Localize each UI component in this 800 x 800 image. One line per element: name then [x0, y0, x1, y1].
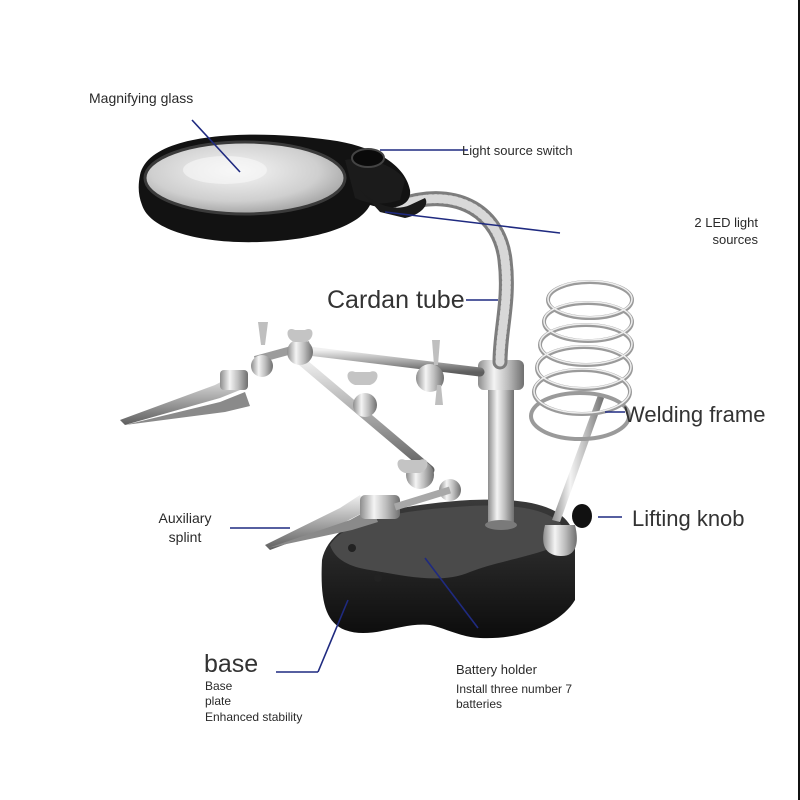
label-led-line1: 2 LED light — [694, 215, 758, 230]
label-cardan-tube: Cardan tube — [327, 286, 465, 314]
leader-lines — [191, 119, 625, 673]
label-battery-holder: Battery holder — [456, 662, 537, 677]
welding-frame — [529, 280, 634, 557]
label-lifting-knob: Lifting knob — [632, 506, 745, 531]
label-light-source-switch: Light source switch — [462, 143, 573, 158]
cardan-tube — [392, 191, 514, 370]
main-post — [478, 360, 524, 530]
label-base-sub1: Base — [205, 679, 233, 693]
label-base: base — [204, 650, 259, 678]
label-base-sub2: plate — [205, 694, 232, 708]
magnifying-glass — [138, 134, 427, 243]
label-base-sub3: Enhanced stability — [205, 710, 303, 724]
label-battery-line2: batteries — [456, 697, 503, 711]
label-led-line2: sources — [712, 232, 758, 247]
label-magnifying-glass: Magnifying glass — [89, 90, 194, 106]
auxiliary-arms — [120, 322, 485, 550]
right-border — [798, 0, 800, 800]
label-auxiliary-line2: splint — [168, 529, 202, 545]
label-welding-frame: Welding frame — [624, 402, 766, 427]
switch-icon — [351, 148, 385, 168]
lifting-knob-icon — [572, 504, 592, 528]
label-battery-line1: Install three number 7 — [456, 682, 573, 696]
label-auxiliary-line1: Auxiliary — [158, 510, 212, 526]
